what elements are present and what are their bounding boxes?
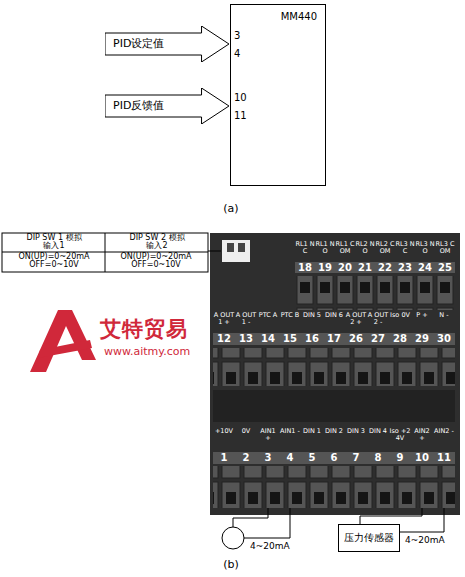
terminal-number: 11	[433, 452, 455, 463]
terminal-label: N -	[433, 312, 455, 319]
terminal-number: 14	[257, 333, 279, 344]
pin-number: 10	[234, 92, 250, 103]
terminal-label: Iso +24V	[389, 428, 411, 441]
terminal-number: 15	[279, 333, 301, 344]
terminal-label: A OUT1 +	[213, 312, 235, 325]
terminal-label: RL1 NO	[315, 241, 335, 254]
table-cell: ON(UP)=0~20mA OFF=0~10V	[116, 253, 196, 270]
relay-terminals	[295, 276, 455, 310]
terminal-number: 25	[435, 262, 455, 273]
pin-number: 11	[234, 110, 250, 121]
terminal-label: A OUT2 +	[345, 312, 367, 325]
terminal-number: 23	[395, 262, 415, 273]
terminal-number: 13	[235, 333, 257, 344]
terminal-number: 20	[335, 262, 355, 273]
node-text: 压力传感器	[344, 531, 394, 545]
table-cell: DIP SW 1 模拟输入1	[24, 234, 84, 251]
terminal-number: 26	[345, 333, 367, 344]
terminal-label: DIN 4	[367, 428, 389, 435]
pin-number: 4	[234, 48, 250, 59]
terminal-label: +10V	[213, 428, 235, 435]
terminal-number: 6	[323, 452, 345, 463]
figure-caption: (b)	[216, 559, 246, 571]
terminal-number: 17	[323, 333, 345, 344]
terminal-label: DIN 3	[345, 428, 367, 435]
terminal-label: AIN1 +	[257, 428, 279, 441]
signal-label: 4~20mA	[405, 536, 455, 546]
terminal-label: A OUT2 -	[367, 312, 389, 325]
terminal-number: 16	[301, 333, 323, 344]
terminal-label: 0V	[235, 428, 257, 435]
wire	[400, 508, 444, 532]
wire	[244, 508, 290, 538]
pin-number: 3	[234, 30, 250, 41]
terminal-number: 22	[375, 262, 395, 273]
terminal-label: RL3 COM	[435, 241, 455, 254]
terminal-label: RL3 NC	[395, 241, 415, 254]
terminal-number: 7	[345, 452, 367, 463]
table-cell: ON(UP)=0~20mA OFF=0~10V	[14, 253, 94, 270]
terminal-photo	[210, 233, 460, 515]
terminal-number: 29	[411, 333, 433, 344]
table-cell: DIP SW 2 模拟输入2	[127, 234, 187, 251]
figure-caption: (a)	[216, 203, 246, 215]
terminal-label: RL2 NO	[355, 241, 375, 254]
terminal-number: 5	[301, 452, 323, 463]
terminal-number: 21	[355, 262, 375, 273]
terminal-number: 18	[295, 262, 315, 273]
wire	[360, 508, 422, 524]
terminal-number: 10	[411, 452, 433, 463]
terminal-number: 3	[257, 452, 279, 463]
terminal-number: 28	[389, 333, 411, 344]
terminal-label: DIN 5	[301, 312, 323, 319]
node-text: PID反馈值	[113, 98, 200, 113]
terminal-block	[213, 348, 455, 386]
terminal-label: PTC A	[257, 312, 279, 319]
terminal-label: A OUT1 -	[235, 312, 257, 325]
current-source	[222, 527, 244, 549]
dip-table	[2, 233, 208, 272]
terminal-number: 30	[433, 333, 455, 344]
terminal-label: AIN1 -	[279, 428, 301, 435]
terminal-label: DIN 6	[323, 312, 345, 319]
terminal-number: 19	[315, 262, 335, 273]
watermark: www.aitmy.com	[104, 346, 214, 358]
leader-line	[208, 251, 221, 252]
block-box: 压力传感器	[338, 524, 400, 552]
terminal-number: 27	[367, 333, 389, 344]
terminal-number: 24	[415, 262, 435, 273]
terminal-number: 2	[235, 452, 257, 463]
terminal-label: AIN2 +	[411, 428, 433, 441]
terminal-number: 12	[213, 333, 235, 344]
terminal-label: RL1 COM	[335, 241, 355, 254]
terminal-label: DIN 2	[323, 428, 345, 435]
terminal-number: 4	[279, 452, 301, 463]
wire	[233, 508, 268, 527]
terminal-number: 8	[367, 452, 389, 463]
watermark: 艾特贸易	[100, 318, 210, 341]
terminal-number: 9	[389, 452, 411, 463]
terminal-block	[213, 466, 455, 508]
node-text: PID设定值	[113, 36, 200, 51]
signal-label: 4~20mA	[250, 542, 298, 552]
terminal-label: AIN2 -	[433, 428, 455, 435]
terminal-label: RL3 NO	[415, 241, 435, 254]
terminal-label: PTC B	[279, 312, 301, 319]
dip-switch	[222, 240, 250, 262]
terminal-number: 1	[213, 452, 235, 463]
logo	[30, 310, 96, 372]
terminal-label: RL2 COM	[375, 241, 395, 254]
terminal-label: Iso 0V	[389, 312, 411, 319]
node-text: MM440	[231, 11, 317, 22]
terminal-label: P +	[411, 312, 433, 319]
terminal-label: DIN 1	[301, 428, 323, 435]
terminal-label: RL1 NC	[295, 241, 315, 254]
hollow-arrow: PID设定值	[105, 26, 230, 62]
hollow-arrow: PID反馈值	[105, 88, 230, 124]
